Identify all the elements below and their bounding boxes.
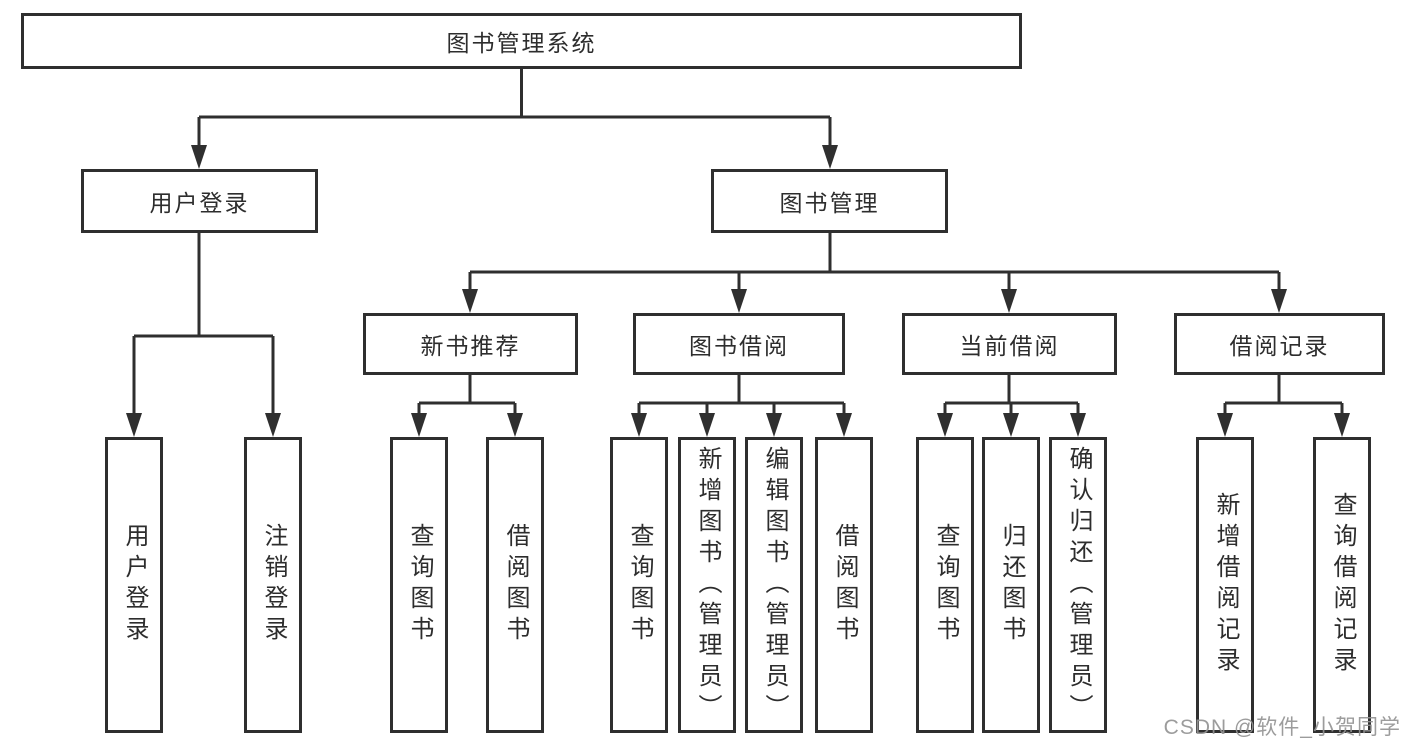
node-label: 用户登录 xyxy=(121,523,148,647)
leaf-add-books-admin: 新增图书（管理员） xyxy=(678,437,736,733)
leaf-edit-books-admin: 编辑图书（管理员） xyxy=(745,437,803,733)
leaf-return-books: 归还图书 xyxy=(982,437,1040,733)
leaf-confirm-return-admin: 确认归还（管理员） xyxy=(1049,437,1107,733)
node-label: 归还图书 xyxy=(998,523,1025,647)
leaf-user-login: 用户登录 xyxy=(105,437,163,733)
node-label: 借阅记录 xyxy=(1229,333,1330,359)
node-label: 新增借阅记录 xyxy=(1212,492,1239,678)
leaf-query-books-current: 查询图书 xyxy=(916,437,974,733)
node-label: 用户登录 xyxy=(149,190,250,216)
node-label: 查询借阅记录 xyxy=(1329,492,1356,678)
node-label: 注销登录 xyxy=(260,523,287,647)
arrowhead-icons xyxy=(126,145,1350,437)
node-label: 图书借阅 xyxy=(689,333,789,359)
leaf-logout: 注销登录 xyxy=(244,437,302,733)
node-label: 新增图书（管理员） xyxy=(694,445,721,725)
leaf-add-borrow-record: 新增借阅记录 xyxy=(1196,437,1254,733)
node-label: 新书推荐 xyxy=(420,333,521,359)
node-book-borrowing: 图书借阅 xyxy=(633,313,845,375)
leaf-borrow-books-recommend: 借阅图书 xyxy=(486,437,544,733)
node-label: 查询图书 xyxy=(406,523,433,647)
node-label: 查询图书 xyxy=(626,523,653,647)
node-label: 当前借阅 xyxy=(959,333,1060,359)
node-label: 确认归还（管理员） xyxy=(1065,445,1092,725)
node-label: 借阅图书 xyxy=(831,523,858,647)
node-label: 图书管理 xyxy=(779,190,880,216)
node-label: 编辑图书（管理员） xyxy=(761,445,788,725)
node-book-management: 图书管理 xyxy=(711,169,948,233)
leaf-query-borrow-record: 查询借阅记录 xyxy=(1313,437,1371,733)
node-borrow-records: 借阅记录 xyxy=(1174,313,1385,375)
tree-branch-lines xyxy=(132,69,1344,418)
node-label: 查询图书 xyxy=(932,523,959,647)
node-new-book-recommend: 新书推荐 xyxy=(363,313,578,375)
node-current-borrowing: 当前借阅 xyxy=(902,313,1117,375)
node-root-system: 图书管理系统 xyxy=(21,13,1022,69)
leaf-query-books: 查询图书 xyxy=(610,437,668,733)
csdn-watermark: CSDN @软件_小贺同学 xyxy=(1163,716,1401,739)
node-label: 图书管理系统 xyxy=(446,30,597,56)
leaf-borrow-books: 借阅图书 xyxy=(815,437,873,733)
leaf-query-books-recommend: 查询图书 xyxy=(390,437,448,733)
node-user-login: 用户登录 xyxy=(81,169,318,233)
node-label: 借阅图书 xyxy=(502,523,529,647)
